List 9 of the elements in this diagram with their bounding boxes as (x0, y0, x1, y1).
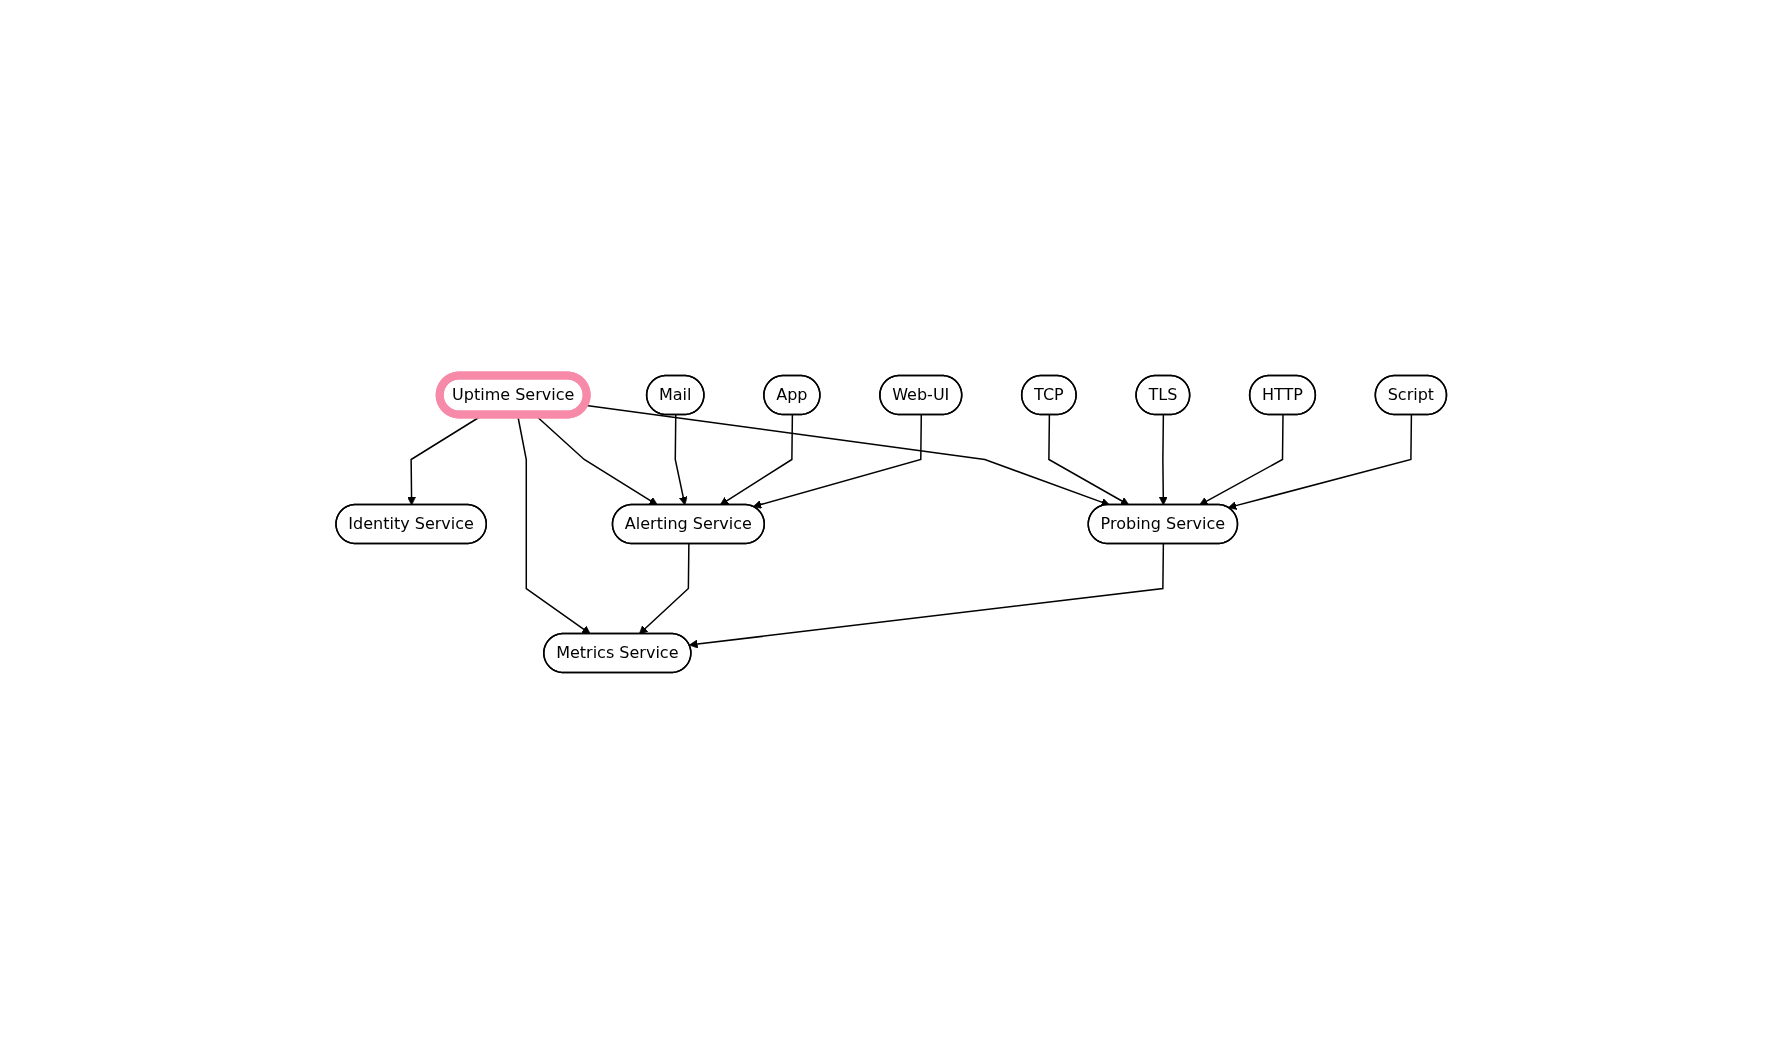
arrow (1199, 414, 1284, 506)
arrow (1159, 414, 1168, 506)
arrow (753, 414, 923, 509)
arrow (674, 414, 688, 506)
arrow (1228, 414, 1413, 510)
arrow (639, 543, 690, 635)
arrow (1048, 414, 1130, 506)
arrow (720, 414, 794, 506)
arrow (689, 543, 1165, 649)
